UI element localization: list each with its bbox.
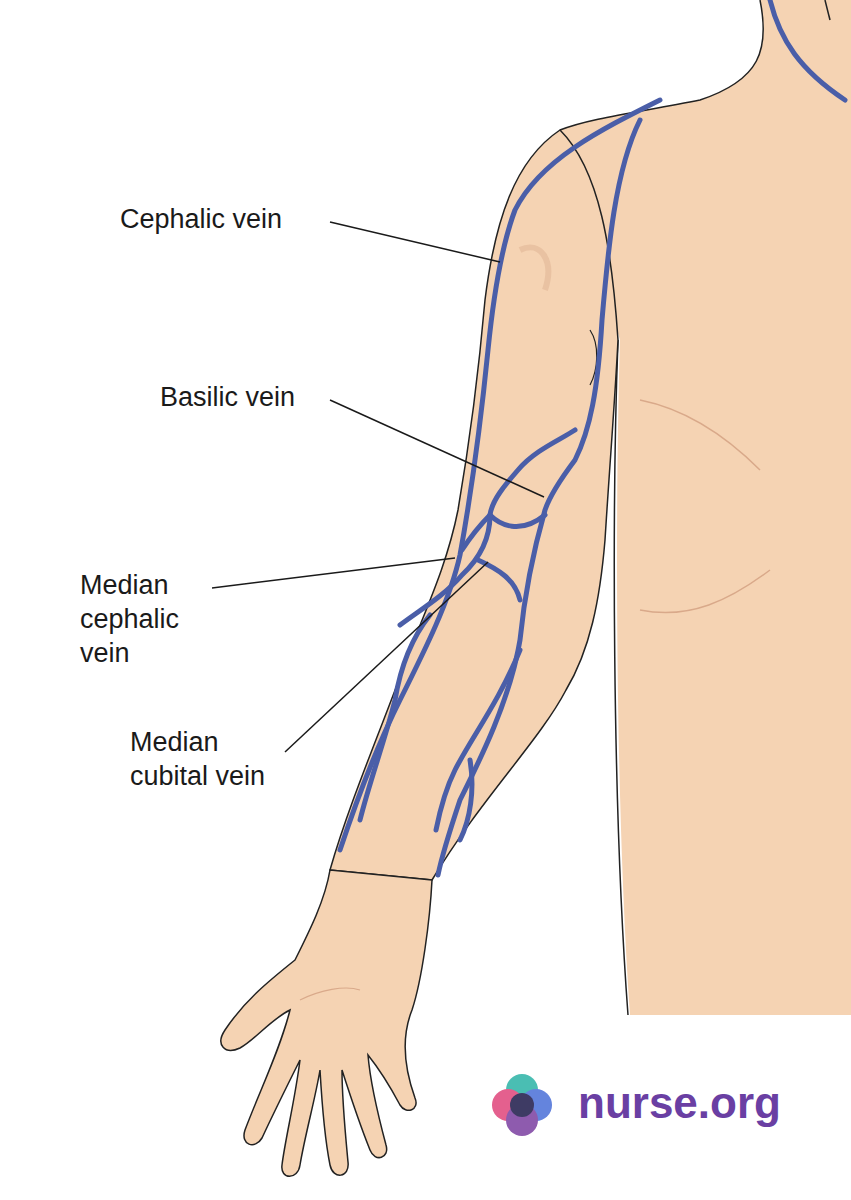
chest-line bbox=[640, 400, 760, 470]
torso-side-outline bbox=[614, 340, 628, 1015]
leader-line bbox=[212, 558, 455, 588]
palm-line bbox=[300, 988, 360, 1000]
leader-line bbox=[330, 400, 544, 497]
hand bbox=[221, 870, 432, 1176]
veins bbox=[340, 0, 845, 875]
upper-branch bbox=[490, 430, 575, 515]
vein-label: Basilic vein bbox=[160, 380, 390, 414]
vein-label: Median cephalic vein bbox=[80, 568, 220, 670]
basilic-vein bbox=[438, 120, 640, 875]
forearm-vein-inner bbox=[436, 650, 520, 830]
vein-label: Cephalic vein bbox=[120, 202, 350, 236]
neck-vein bbox=[770, 0, 845, 100]
shoulder-outline bbox=[560, 0, 763, 130]
leader-lines bbox=[212, 222, 544, 752]
deltoid-shade bbox=[520, 247, 548, 290]
median-cephalic bbox=[400, 515, 490, 625]
neck-outline bbox=[825, 0, 830, 20]
logo-mark bbox=[492, 1074, 552, 1136]
forearm-branch bbox=[460, 760, 472, 840]
median-cubital bbox=[462, 515, 545, 550]
vein-label: Median cubital vein bbox=[130, 725, 290, 793]
watermark: nurse.org bbox=[578, 1078, 838, 1128]
forearm-vein bbox=[360, 615, 430, 820]
leader-line bbox=[330, 222, 500, 262]
rib-line bbox=[640, 570, 770, 613]
leader-line bbox=[285, 562, 488, 752]
